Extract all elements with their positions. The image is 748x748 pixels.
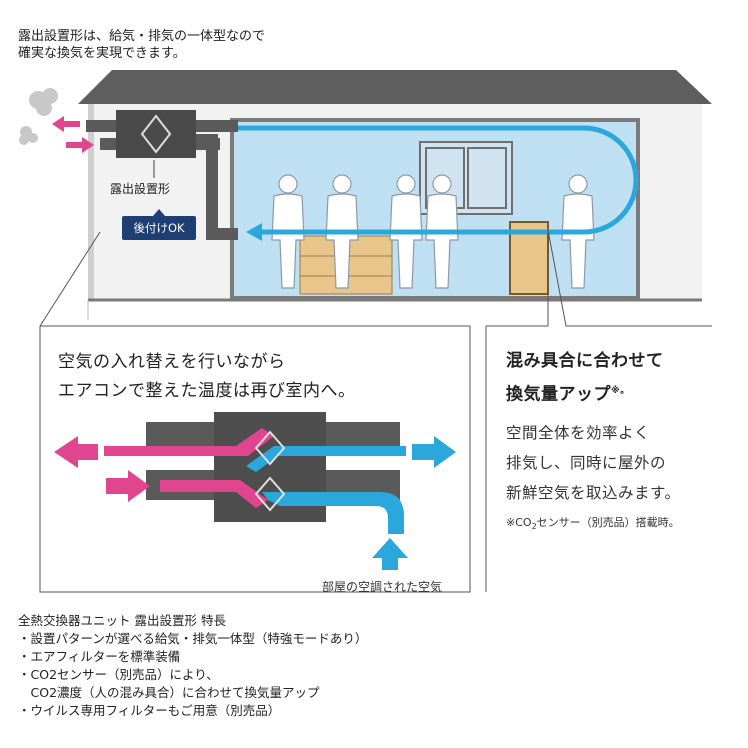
right-panel-title-line-1: 混み具合に合わせて xyxy=(506,351,664,371)
supply-arrow-out-right xyxy=(412,436,456,468)
note-prefix: ※CO xyxy=(506,516,532,529)
caption: 露出設置形は、給気・排気の一体型なので 確実な換気を実現できます。 xyxy=(18,28,265,62)
caption-line-1: 露出設置形は、給気・排気の一体型なので xyxy=(18,29,266,44)
right-panel-body: 空間全体を効率よく 排気し、同時に屋外の 新鮮空気を取込みます。 xyxy=(506,418,680,508)
retrofit-badge: 後付けOK xyxy=(122,216,196,240)
room-air-arrow-up xyxy=(372,538,408,570)
right-panel-title-text: 換気量アップ xyxy=(506,384,611,405)
feature-item: ・設置パターンが選べる給気・排気一体型（特強モードあり） xyxy=(18,631,368,646)
features-list: 全熱交換器ユニット 露出設置形 特長 ・設置パターンが選べる給気・排気一体型（特… xyxy=(18,612,367,720)
caption-line-2: 確実な換気を実現できます。 xyxy=(18,46,186,61)
co2-sensor-note: ※CO2センサー（別売品）搭載時。 xyxy=(506,514,680,531)
supply-arrow-right xyxy=(106,470,150,502)
note-rest: センサー（別売品）搭載時。 xyxy=(536,516,680,529)
feature-item: ・ウイルス専用フィルターもご用意（別売品） xyxy=(18,703,281,718)
right-panel-body-line-3: 新鮮空気を取込みます。 xyxy=(506,484,681,502)
exhaust-arrow-left xyxy=(54,436,98,468)
note-subscript: 2 xyxy=(531,522,537,532)
feature-item: ・エアフィルターを標準装備 xyxy=(18,649,181,664)
left-panel-line-1: 空気の入れ替えを行いながら xyxy=(58,352,286,372)
feature-item: CO2濃度（人の混み具合）に合わせて換気量アップ xyxy=(18,685,320,700)
right-panel-title-line-2: 換気量アップ※。 xyxy=(506,376,664,410)
right-panel-body-line-1: 空間全体を効率よく xyxy=(506,424,651,442)
callout-left xyxy=(39,231,471,593)
airflow-arrowhead xyxy=(246,223,262,241)
callout-right xyxy=(547,229,712,327)
room-airflow-blue xyxy=(238,125,639,235)
house-roof xyxy=(78,70,712,104)
ventilation-unit-top xyxy=(86,110,238,240)
features-title: 全熱交換器ユニット 露出設置形 特長 xyxy=(18,613,226,628)
right-panel-title-mark: ※。 xyxy=(611,386,630,396)
feature-item: ・CO2センサー（別売品）により、 xyxy=(18,667,219,682)
badge-pointer xyxy=(153,209,165,216)
exhaust-arrow-outdoor xyxy=(52,116,80,132)
smoke-cloud-icon xyxy=(19,88,58,145)
person-icon xyxy=(271,174,595,289)
right-panel-title: 混み具合に合わせて 換気量アップ※。 xyxy=(506,346,664,410)
unit-label: 露出設置形 xyxy=(110,182,171,196)
supply-arrow-outdoor xyxy=(66,137,94,153)
heat-exchanger-icon xyxy=(104,412,406,534)
right-panel-body-line-2: 排気し、同時に屋外の xyxy=(506,454,667,472)
left-panel-line-2: エアコンで整えた温度は再び室内へ。 xyxy=(58,381,356,401)
left-panel-text: 空気の入れ替えを行いながら エアコンで整えた温度は再び室内へ。 xyxy=(58,348,356,406)
room-air-label: 部屋の空調された空気 xyxy=(322,580,443,594)
